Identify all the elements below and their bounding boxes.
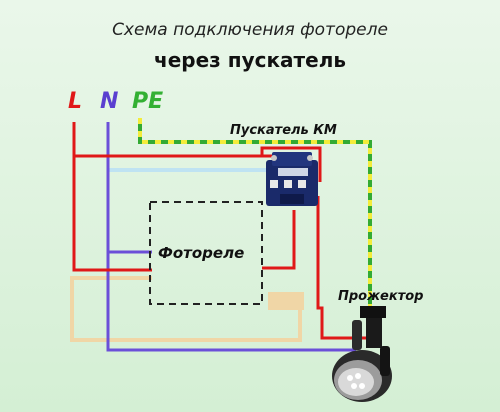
photorelay-terminal-block: [268, 292, 304, 310]
diagram-title: Схема подключения фотореле: [112, 20, 388, 40]
wire-phase-to-projector: [316, 196, 366, 340]
projector-label: Прожектор: [338, 289, 423, 304]
wire-phase-coil: [262, 210, 296, 270]
contactor-icon: [266, 152, 318, 206]
wire-brown: [70, 276, 302, 342]
photorelay-label: Фотореле: [158, 244, 244, 262]
contactor-label: Пускатель КМ: [230, 123, 337, 138]
wire-neutral-main: [106, 122, 356, 352]
wire-phase-contactor-top: [260, 146, 322, 182]
wire-ground-stripe: [138, 118, 372, 318]
projector-icon: [332, 306, 392, 402]
terminal-label-n: N: [100, 89, 118, 114]
photorelay-box: [149, 201, 263, 305]
terminal-label-l: L: [68, 89, 82, 114]
terminal-label-pe: PE: [132, 89, 163, 114]
diagram-subtitle: через пускатель: [154, 48, 346, 72]
wire-ground: [138, 118, 372, 318]
wire-phase-main: [72, 122, 152, 272]
